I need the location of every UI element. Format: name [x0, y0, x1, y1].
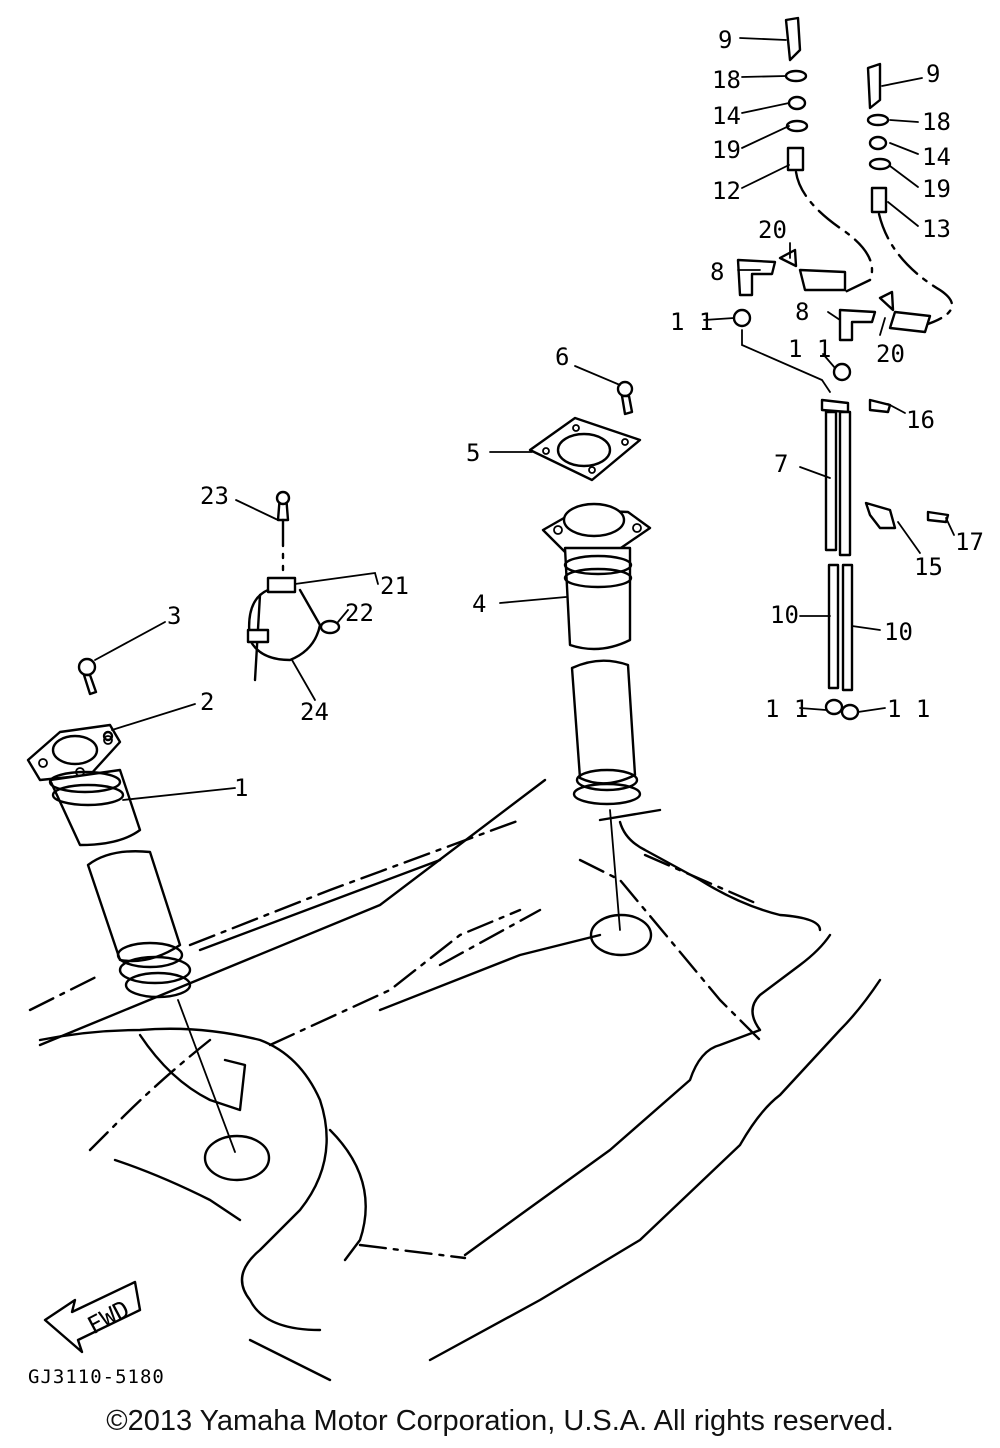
callout-17: 17	[955, 528, 984, 556]
callout-11d: 1 1	[887, 695, 930, 723]
callout-14b: 14	[922, 143, 951, 171]
callout-14a: 14	[712, 102, 741, 130]
callout-10b: 10	[884, 618, 913, 646]
leader-line-left	[177, 999, 236, 1153]
callout-9a: 9	[718, 26, 732, 54]
callout-10a: 10	[770, 601, 799, 629]
callout-3: 3	[167, 602, 181, 630]
hull-outline	[28, 778, 882, 1382]
copyright-notice: ©2013 Yamaha Motor Corporation, U.S.A. A…	[106, 1405, 894, 1437]
callout-13: 13	[922, 215, 951, 243]
callout-19b: 19	[922, 175, 951, 203]
callout-leaders	[94, 37, 955, 801]
screw-3	[77, 657, 98, 696]
clamp-assembly	[246, 490, 341, 682]
leader-line-center	[609, 809, 621, 931]
callout-18b: 18	[922, 108, 951, 136]
fwd-arrow-icon: FWD	[43, 1280, 142, 1354]
callout-20a: 20	[758, 216, 787, 244]
callout-23: 23	[200, 482, 229, 510]
deck-hole-left	[203, 1134, 271, 1182]
deck-hole-center	[589, 913, 653, 957]
callout-12: 12	[712, 177, 741, 205]
callout-11c: 1 1	[765, 695, 808, 723]
callout-19a: 19	[712, 136, 741, 164]
callout-2: 2	[200, 688, 214, 716]
ventilator-tube-1	[26, 723, 192, 999]
ventilator-tube-4	[541, 502, 652, 806]
callout-6: 6	[555, 343, 569, 371]
exploded-view-drawing: 1 2 3 4 5 6 7 8 8 9 9 10 10 1 1 1 1 1 1 …	[26, 16, 984, 1388]
drawing-code: GJ3110-5180	[28, 1366, 165, 1388]
callout-22: 22	[345, 599, 374, 627]
callout-1: 1	[234, 774, 248, 802]
callout-16: 16	[906, 406, 935, 434]
callout-21: 21	[380, 572, 409, 600]
callout-9b: 9	[926, 60, 940, 88]
callout-20b: 20	[876, 340, 905, 368]
gasket-5	[528, 416, 642, 482]
callout-5: 5	[466, 439, 480, 467]
callout-labels: 1 2 3 4 5 6 7 8 8 9 9 10 10 1 1 1 1 1 1 …	[167, 26, 984, 802]
callout-4: 4	[472, 590, 486, 618]
vent-hose-assembly	[732, 16, 954, 721]
washer-2	[102, 730, 114, 742]
screw-6	[616, 380, 634, 416]
callout-18a: 18	[712, 66, 741, 94]
callout-8b: 8	[795, 298, 809, 326]
callout-11a: 1 1	[670, 308, 713, 336]
callout-24: 24	[300, 698, 329, 726]
callout-7: 7	[774, 450, 788, 478]
callout-11b: 1 1	[788, 335, 831, 363]
callout-8a: 8	[710, 258, 724, 286]
washer-22	[319, 619, 341, 635]
callout-15: 15	[914, 553, 943, 581]
